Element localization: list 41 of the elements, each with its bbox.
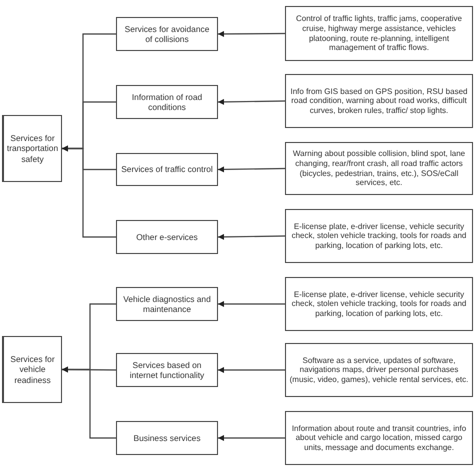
service-box [2, 115, 62, 182]
arrow [218, 30, 285, 37]
box-text: Services for avoidance of collisions [124, 24, 210, 44]
box-text: Software as a service, updates of software, navigations maps, driver personal purchases (music, video, games), vehicle rental services, etc. [289, 356, 469, 384]
service-box [116, 17, 218, 51]
box-text: E-license plate, e-driver license, vehicle security check, stolen vehicle tracking, tools for roads and parking, location of parking lots, etc. [290, 222, 468, 250]
box-text: Control of traffic lights, traffic jams, cooperative cruise, highway merge assistance, vehicles platooning, route re-planning, intelligent management of traffic flows. [295, 14, 463, 53]
description-box [285, 6, 473, 61]
description-box [285, 343, 473, 397]
service-box [116, 353, 218, 387]
box-text: Services of traffic control [121, 164, 213, 175]
service-box [2, 336, 62, 403]
description-box [285, 411, 473, 465]
description-box [285, 74, 473, 128]
arrow [218, 367, 285, 373]
arrow [218, 166, 285, 172]
arrow [218, 234, 285, 240]
service-box [116, 421, 218, 455]
box-text: Info from GIS based on GPS position, RSU based road condition, warning about road works, difficult curves, broken rules, traffic/ stop lights. [290, 86, 468, 116]
arrow [62, 366, 116, 439]
service-box [116, 287, 218, 321]
box-text: E-license plate, e-driver license, vehicle security check, stolen vehicle tracking, tools for roads and parking, location of parking lots, etc. [290, 290, 468, 318]
service-box [116, 220, 218, 254]
arrow [62, 146, 116, 238]
description-box [285, 142, 473, 195]
box-text: Services for transportation safety [6, 133, 58, 164]
arrow [218, 435, 285, 441]
box-text: Vehicle diagnostics and maintenance [122, 294, 212, 314]
box-text: Other e-services [136, 232, 198, 242]
description-box [285, 209, 473, 263]
arrow [218, 301, 285, 307]
arrow [218, 98, 285, 105]
box-text: Business services [133, 432, 201, 444]
box-text: Information of road conditions [130, 92, 204, 112]
box-text: Services for vehicle readiness [9, 354, 56, 385]
service-box [116, 153, 218, 186]
box-text: Information about route and transit countries, info about vehicle and cargo location, missed cargo units, message and documents exchange. [290, 424, 468, 452]
box-text: Warning about possible collision, blind spot, lane changing, rear/front crash, all road traffic actors (bicycles, pedestrian, trains, etc.), SOS/eCall services, etc. [292, 149, 466, 188]
box-text: Services based on internet functionality [128, 360, 206, 380]
description-box [285, 277, 473, 331]
service-box [116, 85, 218, 119]
